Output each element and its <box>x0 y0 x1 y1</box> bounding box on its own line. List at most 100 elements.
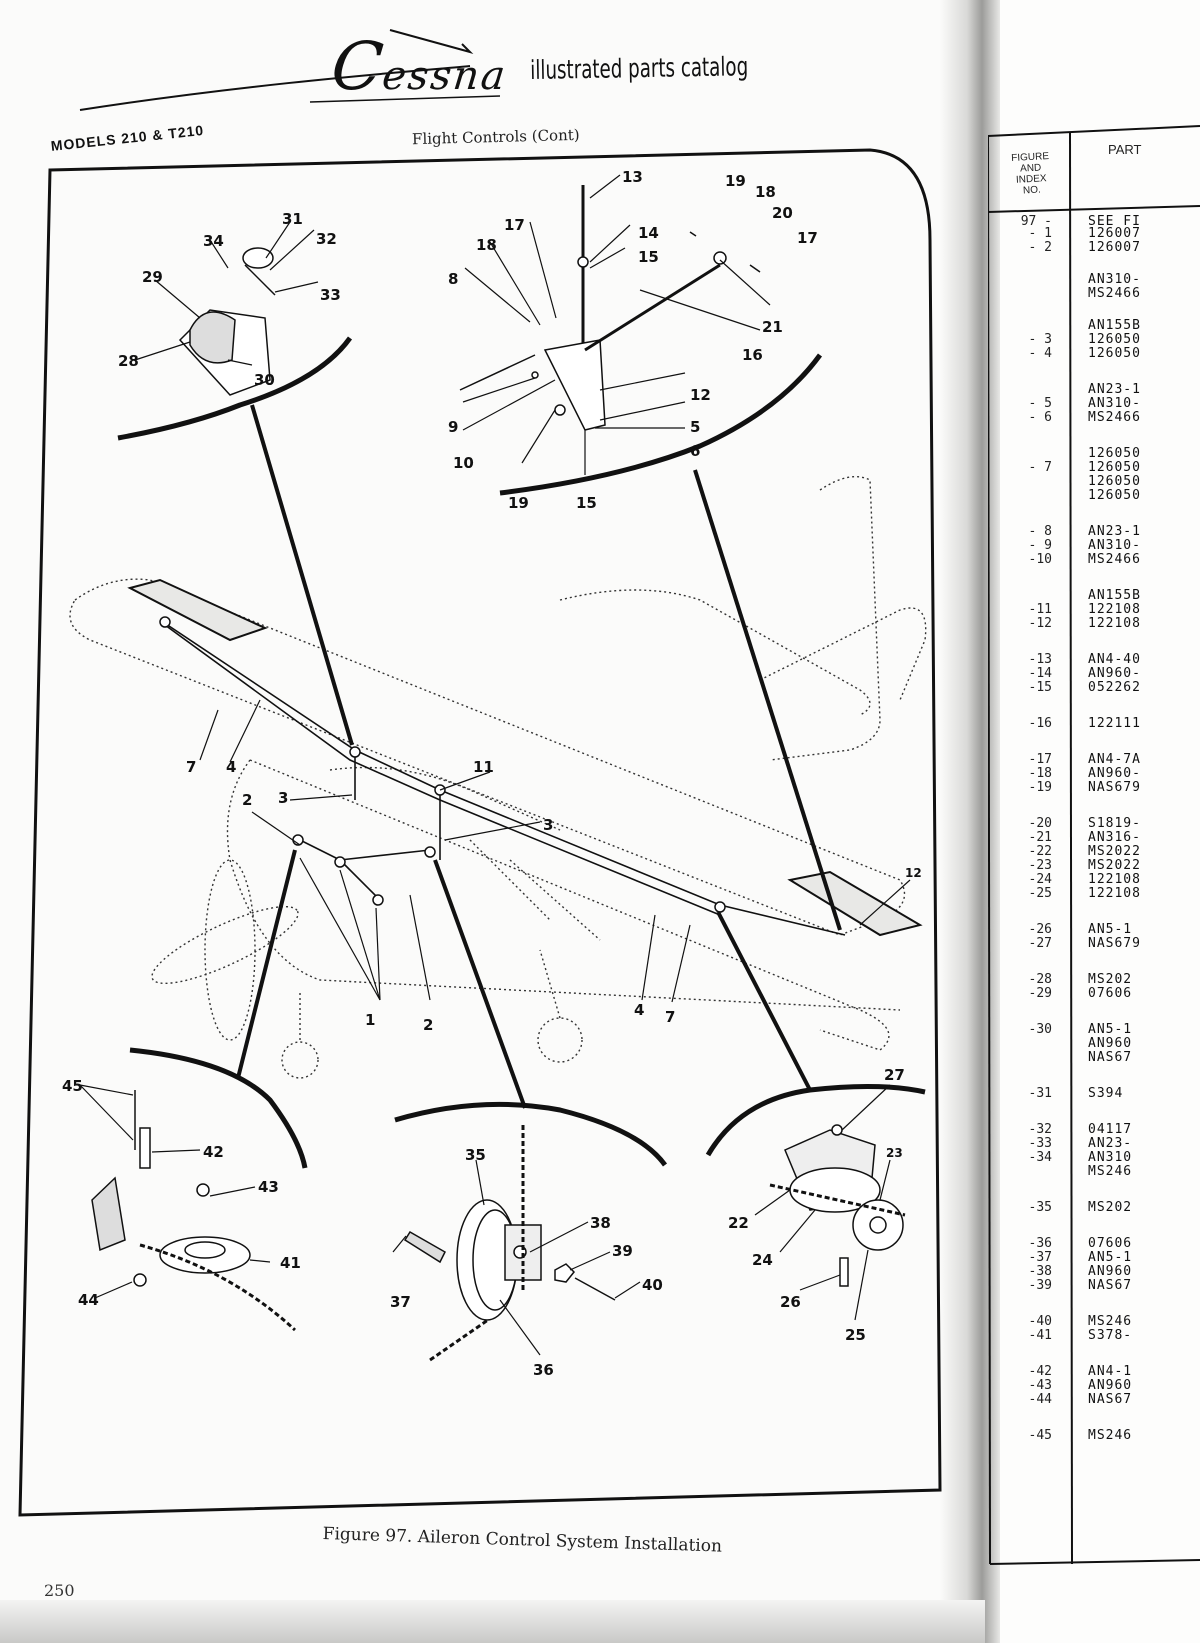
table-row-part-number: AN5-1 <box>1088 1022 1133 1037</box>
page-number: 250 <box>44 1581 75 1600</box>
callout-19a: 19 <box>725 172 746 190</box>
table-row-part-number: 126050 <box>1088 346 1141 361</box>
table-row-part-number: AN310 <box>1088 1150 1133 1165</box>
table-row-part-number: 122108 <box>1088 602 1141 617</box>
callout-13: 13 <box>622 168 643 186</box>
table-row-index: -41 <box>1028 1328 1052 1343</box>
callout-15a: 15 <box>638 248 659 266</box>
table-row-index: -32 <box>1028 1122 1052 1137</box>
table-row-index: -12 <box>1028 616 1052 631</box>
table-row-part-number: AN960- <box>1088 766 1141 781</box>
callout-40: 40 <box>642 1276 663 1294</box>
figure-index-header: FIGURE AND INDEX NO. <box>995 150 1067 198</box>
table-row-part-number: MS2466 <box>1088 286 1141 301</box>
callout-3b: 3 <box>543 816 553 834</box>
callout-5: 5 <box>690 418 700 436</box>
detail-bellcrank-bracket <box>178 247 276 396</box>
callout-41: 41 <box>280 1254 301 1272</box>
detail-pulley-bracket <box>91 1090 297 1332</box>
table-row-part-number: 04117 <box>1088 1122 1133 1137</box>
table-row-index: -37 <box>1028 1250 1052 1265</box>
callout-21: 21 <box>762 318 783 336</box>
callout-23: 23 <box>886 1146 903 1160</box>
callout-9: 9 <box>448 418 458 436</box>
table-row-part-number: MS246 <box>1088 1164 1133 1179</box>
table-row-part-number: 07606 <box>1088 1236 1133 1251</box>
table-row-part-number: S1819- <box>1088 816 1141 831</box>
callout-24: 24 <box>752 1251 773 1269</box>
table-row-index: -19 <box>1028 780 1052 795</box>
table-row-part-number: AN4-40 <box>1088 652 1141 667</box>
table-row-part-number: 052262 <box>1088 680 1141 695</box>
callout-2a: 2 <box>242 791 252 809</box>
callout-35: 35 <box>465 1146 486 1164</box>
callout-20: 20 <box>772 204 793 222</box>
table-row-part-number: 126007 <box>1088 226 1141 241</box>
table-row-part-number: 122108 <box>1088 872 1141 887</box>
callout-33: 33 <box>320 286 341 304</box>
table-row-index: -14 <box>1028 666 1052 681</box>
callout-17b: 17 <box>797 229 818 247</box>
table-row-part-number: NAS67 <box>1088 1278 1133 1293</box>
table-row-index: - 4 <box>1028 346 1052 361</box>
callout-leaders <box>79 174 911 1356</box>
table-row-index: -28 <box>1028 972 1052 987</box>
table-row-index: -34 <box>1028 1150 1052 1165</box>
table-row-index: - 9 <box>1028 538 1052 553</box>
callout-12b: 12 <box>905 866 922 880</box>
left-aileron <box>127 578 268 642</box>
table-row-part-number: 126050 <box>1088 460 1141 475</box>
table-row-part-number: MS2466 <box>1088 552 1141 567</box>
table-row-part-number: MS2022 <box>1088 844 1141 859</box>
table-row-index: - 3 <box>1028 332 1052 347</box>
callout-17a: 17 <box>504 216 525 234</box>
table-row-part-number: NAS679 <box>1088 780 1141 795</box>
table-row-part-number: 122108 <box>1088 886 1141 901</box>
table-row-index: -22 <box>1028 844 1052 859</box>
table-row-part-number: MS2466 <box>1088 410 1141 425</box>
aileron-figure: 1 2 2 3 3 4 4 5 6 7 7 8 9 10 11 12 12 13… <box>18 148 942 1517</box>
control-cables <box>159 619 846 936</box>
table-row-index: -21 <box>1028 830 1052 845</box>
table-row-part-number: NAS67 <box>1088 1392 1133 1407</box>
table-row-index: 97 - <box>1020 214 1052 229</box>
callout-11: 11 <box>473 758 494 776</box>
callout-44: 44 <box>78 1291 99 1309</box>
table-row-index: -24 <box>1028 872 1052 887</box>
table-row-part-number: 07606 <box>1088 986 1133 1001</box>
table-row-part-number: AN960 <box>1088 1264 1133 1279</box>
table-row-index: -15 <box>1028 680 1052 695</box>
table-row-part-number: MS202 <box>1088 972 1133 987</box>
table-row-part-number: 126050 <box>1088 446 1141 461</box>
table-row-part-number: AN4-1 <box>1088 1364 1133 1379</box>
table-row-index: -44 <box>1028 1392 1052 1407</box>
callout-numbers: 1 2 2 3 3 4 4 5 6 7 7 8 9 10 11 12 12 13… <box>62 168 922 1379</box>
table-row-part-number: AN310- <box>1088 538 1141 553</box>
table-row-index: -45 <box>1028 1428 1052 1443</box>
table-row-index: -10 <box>1028 552 1052 567</box>
table-row-index: -39 <box>1028 1278 1052 1293</box>
table-row-index: - 8 <box>1028 524 1052 539</box>
table-row-index: -40 <box>1028 1314 1052 1329</box>
callout-16: 16 <box>742 346 763 364</box>
table-row-part-number: AN23-1 <box>1088 524 1141 539</box>
table-row-index: -36 <box>1028 1236 1052 1251</box>
callout-6: 6 <box>690 442 700 460</box>
table-row-index: -38 <box>1028 1264 1052 1279</box>
table-row-index: -30 <box>1028 1022 1052 1037</box>
table-row-part-number: MS246 <box>1088 1314 1133 1329</box>
table-row-part-number: AN960- <box>1088 666 1141 681</box>
table-row-part-number: AN5-1 <box>1088 922 1133 937</box>
callout-45: 45 <box>62 1077 83 1095</box>
table-row-index: -18 <box>1028 766 1052 781</box>
callout-36: 36 <box>533 1361 554 1379</box>
table-row-index: -13 <box>1028 652 1052 667</box>
callout-14: 14 <box>638 224 659 242</box>
callout-31: 31 <box>282 210 303 228</box>
propeller-and-gear <box>151 859 583 1079</box>
table-row-index: - 1 <box>1028 226 1052 241</box>
table-row-index: -42 <box>1028 1364 1052 1379</box>
detail-boundaries <box>117 336 926 1169</box>
table-row-part-number: AN155B <box>1088 318 1141 333</box>
